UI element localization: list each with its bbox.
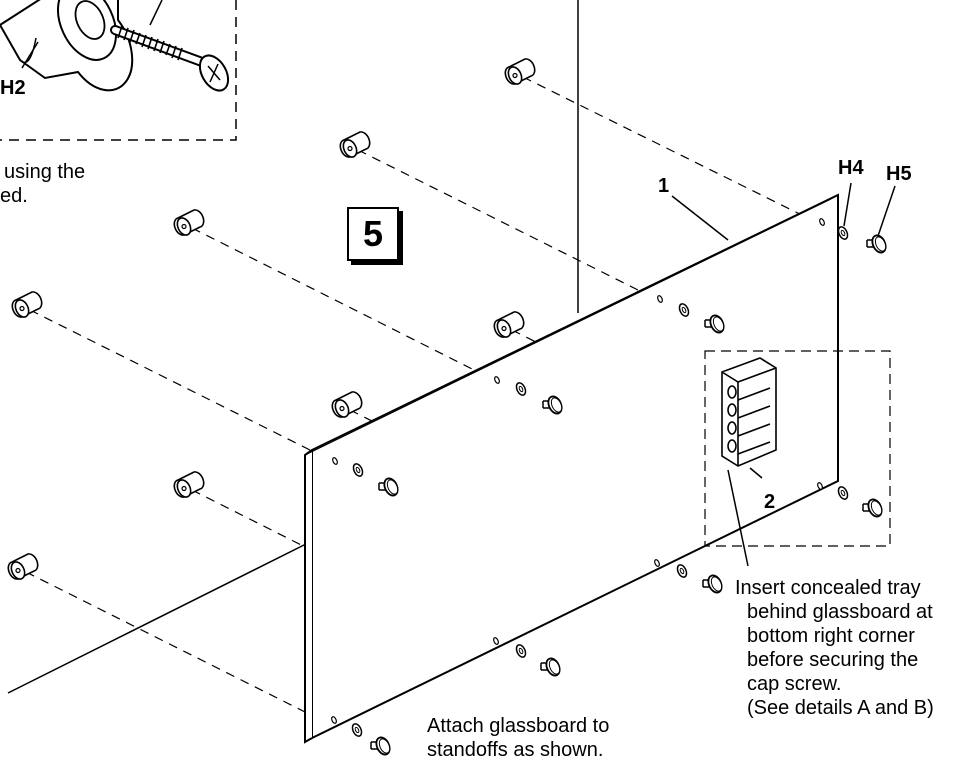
callout-part-2: 2 bbox=[764, 491, 776, 513]
callout-h4: H4 bbox=[838, 157, 864, 179]
instruction-attach-line1: Attach glassboard to bbox=[427, 715, 610, 737]
step-number: 5 bbox=[362, 213, 384, 254]
instruction-attach: Attach glassboard to standoffs as shown. bbox=[427, 714, 609, 762]
detail-inset bbox=[0, 0, 237, 141]
wall-lines bbox=[7, 0, 579, 694]
instruction-attach-line2: standoffs as shown. bbox=[427, 739, 604, 761]
callout-h5: H5 bbox=[886, 163, 912, 185]
glassboard bbox=[304, 193, 839, 744]
step-number-box: 5 bbox=[347, 207, 399, 261]
instruction-tray-line2: behind glassboard at bbox=[747, 601, 933, 623]
instruction-tray: Insert concealed tray behind glassboard … bbox=[735, 576, 934, 720]
wood-screw bbox=[110, 0, 230, 92]
instruction-top-left-line1: using the bbox=[4, 161, 86, 183]
callout-part-1: 1 bbox=[658, 175, 670, 197]
large-standoff bbox=[0, 0, 134, 92]
concealed-tray bbox=[721, 357, 777, 467]
callout-h2: H2 bbox=[0, 77, 26, 99]
instruction-top-left: using the ed. bbox=[0, 160, 85, 208]
instruction-tray-line4: before securing the bbox=[747, 649, 919, 671]
instruction-tray-line5: cap screw. bbox=[747, 673, 842, 695]
instruction-top-left-line2: ed. bbox=[0, 185, 28, 207]
concealed-tray-detail bbox=[704, 350, 891, 567]
instruction-tray-line6: (See details A and B) bbox=[747, 697, 934, 719]
instruction-tray-line3: bottom right corner bbox=[747, 625, 915, 647]
instruction-tray-line1: Insert concealed tray bbox=[735, 577, 921, 599]
leader-lines bbox=[671, 182, 896, 241]
